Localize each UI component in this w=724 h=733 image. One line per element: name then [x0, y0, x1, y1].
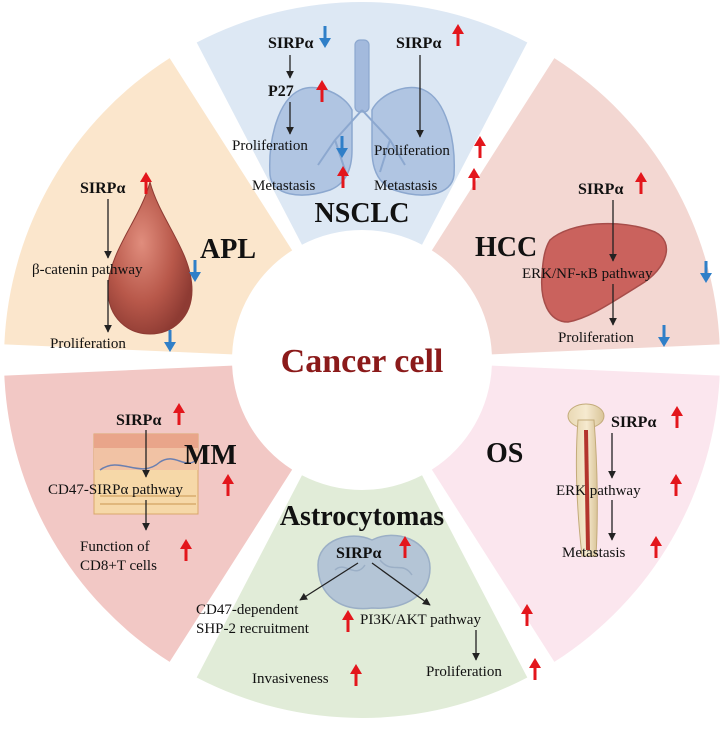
nsclc-p27-up-arrow-icon	[316, 80, 328, 102]
hcc-pathway-down-arrow-icon	[700, 261, 712, 283]
apl-proliferation: Proliferation	[50, 336, 126, 352]
astrocytomas-sirp: SIRPα	[336, 545, 381, 562]
nsclc-right-sirp-up-arrow-icon	[452, 24, 464, 46]
segment-os	[431, 365, 720, 662]
blood-drop-icon	[107, 180, 193, 335]
astrocytomas-left-line2: SHP-2 recruitment	[196, 621, 310, 637]
os-metastasis: Metastasis	[562, 545, 625, 561]
mm-title: MM	[184, 440, 237, 471]
astrocytomas-invasiveness-up-arrow-icon	[350, 664, 362, 686]
os-pathway: ERK pathway	[556, 483, 641, 499]
hcc-title: HCC	[475, 232, 537, 263]
mm-function-line1: Function of	[80, 539, 150, 555]
liver-icon	[540, 222, 668, 323]
astrocytomas-left-line1: CD47-dependent	[196, 602, 299, 618]
os-pathway-up-arrow-icon	[670, 474, 682, 496]
apl-sirp: SIRPα	[80, 180, 125, 197]
apl-sirp-up-arrow-icon	[140, 172, 152, 194]
astrocytomas-proliferation-up-arrow-icon	[529, 658, 541, 680]
hcc-sirp-up-arrow-icon	[635, 172, 647, 194]
hcc-proliferation: Proliferation	[558, 330, 634, 346]
astrocytomas-right-up-arrow-icon	[521, 604, 533, 626]
apl-pathway: β-catenin pathway	[32, 262, 143, 278]
mm-function-line2: CD8+T cells	[80, 558, 157, 574]
os-title: OS	[486, 438, 523, 469]
astrocytomas-segment: Astrocytomas SIRPα CD47-dependent SHP-2 …	[196, 501, 502, 687]
nsclc-left-proliferation: Proliferation	[232, 138, 308, 154]
apl-proliferation-down-arrow-icon	[164, 330, 176, 352]
astrocytomas-invasiveness: Invasiveness	[252, 671, 329, 687]
nsclc-left-sirp: SIRPα	[268, 35, 313, 52]
nsclc-p27-label: P27	[268, 83, 294, 100]
nsclc-right-sirp: SIRPα	[396, 35, 441, 52]
nsclc-right-proliferation: Proliferation	[374, 143, 450, 159]
os-metastasis-up-arrow-icon	[650, 536, 662, 558]
nsclc-right-metastasis-up-arrow-icon	[468, 168, 480, 190]
astrocytomas-title: Astrocytomas	[280, 501, 444, 532]
center-title: Cancer cell	[281, 343, 444, 380]
hcc-segment: HCC SIRPα ERK/NF-κB pathway Proliferatio…	[475, 181, 668, 346]
mm-sirp-up-arrow-icon	[173, 403, 185, 425]
hcc-proliferation-down-arrow-icon	[658, 325, 670, 347]
nsclc-left-metastasis: Metastasis	[252, 178, 315, 194]
lungs-icon	[269, 39, 455, 196]
bone-icon	[567, 403, 605, 557]
brain-icon	[317, 534, 431, 610]
nsclc-right-metastasis: Metastasis	[374, 178, 437, 194]
mm-function-up-arrow-icon	[180, 539, 192, 561]
os-sirp: SIRPα	[611, 414, 656, 431]
nsclc-right-proliferation-up-arrow-icon	[474, 136, 486, 158]
mm-sirp: SIRPα	[116, 412, 161, 429]
nsclc-left-proliferation-down-arrow-icon	[336, 136, 348, 158]
os-segment: OS SIRPα ERK pathway Metastasis	[486, 403, 656, 561]
apl-title: APL	[200, 234, 256, 265]
hcc-sirp: SIRPα	[578, 181, 623, 198]
mm-pathway-up-arrow-icon	[222, 474, 234, 496]
apl-segment: APL SIRPα β-catenin pathway Proliferatio…	[32, 180, 256, 352]
mm-pathway: CD47-SIRPα pathway	[48, 482, 183, 498]
mm-segment: MM SIRPα CD47-SIRPα pathway Function of …	[48, 412, 237, 574]
hcc-pathway: ERK/NF-κB pathway	[522, 266, 653, 282]
astrocytomas-proliferation: Proliferation	[426, 664, 502, 680]
nsclc-title: NSCLC	[315, 198, 410, 229]
apl-pathway-down-arrow-icon	[189, 260, 201, 282]
center-circle	[240, 238, 484, 482]
nsclc-left-sirp-down-arrow-icon	[319, 26, 331, 48]
astrocytomas-right-pathway: PI3K/AKT pathway	[360, 612, 481, 628]
astrocytomas-left-up-arrow-icon	[342, 610, 354, 632]
nsclc-segment: SIRPα SIRPα P27 Proliferation Metastasis…	[232, 35, 455, 229]
updown-arrows	[140, 24, 712, 686]
nsclc-left-metastasis-up-arrow-icon	[337, 166, 349, 188]
os-sirp-up-arrow-icon	[671, 406, 683, 428]
astrocytomas-sirp-up-arrow-icon	[399, 536, 411, 558]
